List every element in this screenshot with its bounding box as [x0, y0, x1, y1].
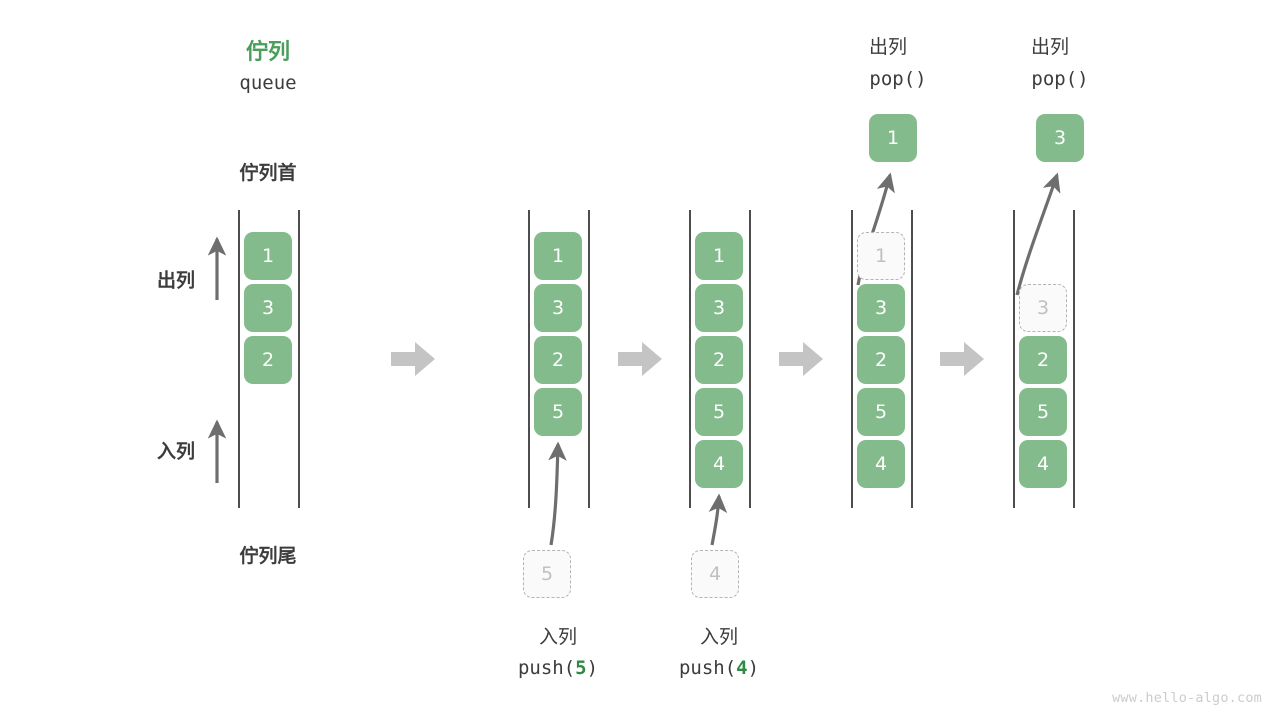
queue-cell: 3	[244, 284, 292, 332]
push-4-code-prefix: push(	[678, 657, 737, 679]
push-4-caption-code: push(4)	[679, 657, 759, 679]
queue-rail-right-col5	[1073, 210, 1075, 508]
queue-rail-left-col1	[238, 210, 240, 508]
step-arrow-1	[389, 340, 437, 382]
queue-rail-left-col2	[528, 210, 530, 508]
queue-cell-new: 4	[695, 440, 743, 488]
pop-1-header-code: pop()	[869, 68, 927, 90]
dequeue-direction-label: 出列	[156, 269, 196, 292]
queue-cell: 3	[534, 284, 582, 332]
queue-rail-left-col4	[851, 210, 853, 508]
queue-cell: 4	[857, 440, 905, 488]
queue-cell: 1	[534, 232, 582, 280]
incoming-element-ghost: 4	[691, 550, 739, 598]
step-arrow-4	[938, 340, 986, 382]
queue-rail-right-col4	[911, 210, 913, 508]
push-5-code-prefix: push(	[517, 657, 576, 679]
queue-cell-removed: 1	[857, 232, 905, 280]
queue-cell: 2	[695, 336, 743, 384]
push-4-code-suffix: )	[747, 657, 760, 679]
push-4-caption-cn: 入列	[699, 626, 739, 648]
queue-cell: 3	[857, 284, 905, 332]
queue-cell: 5	[695, 388, 743, 436]
queue-cell: 5	[1019, 388, 1067, 436]
queue-cell: 3	[695, 284, 743, 332]
enqueue-direction-label: 入列	[156, 440, 196, 463]
watermark: www.hello-algo.com	[1112, 690, 1262, 706]
queue-cell: 2	[1019, 336, 1067, 384]
push-5-caption-cn: 入列	[538, 626, 578, 648]
queue-cell: 2	[534, 336, 582, 384]
push-5-code-arg: 5	[575, 657, 587, 679]
queue-rail-right-col3	[749, 210, 751, 508]
pop-3-header-cn: 出列	[1030, 36, 1070, 58]
queue-cell-new: 5	[534, 388, 582, 436]
queue-rail-left-col5	[1013, 210, 1015, 508]
queue-cell-removed: 3	[1019, 284, 1067, 332]
popped-element: 1	[869, 114, 917, 162]
queue-tail-label: 佇列尾	[239, 545, 297, 567]
push-5-code-suffix: )	[586, 657, 599, 679]
queue-cell: 5	[857, 388, 905, 436]
queue-cell: 1	[244, 232, 292, 280]
queue-cell: 1	[695, 232, 743, 280]
queue-cell: 2	[244, 336, 292, 384]
popped-element: 3	[1036, 114, 1084, 162]
queue-rail-right-col2	[588, 210, 590, 508]
pop-3-header-code: pop()	[1031, 68, 1089, 90]
push-5-caption-code: push(5)	[518, 657, 598, 679]
queue-rail-right-col1	[298, 210, 300, 508]
queue-head-label: 佇列首	[239, 162, 297, 184]
step-arrow-3	[777, 340, 825, 382]
pop-1-header-cn: 出列	[868, 36, 908, 58]
queue-cell: 4	[1019, 440, 1067, 488]
queue-cell: 2	[857, 336, 905, 384]
step-arrow-2	[616, 340, 664, 382]
diagram-title-cn: 佇列	[245, 40, 291, 65]
push-4-code-arg: 4	[736, 657, 748, 679]
incoming-element-ghost: 5	[523, 550, 571, 598]
diagram-title-en: queue	[239, 72, 297, 94]
queue-rail-left-col3	[689, 210, 691, 508]
